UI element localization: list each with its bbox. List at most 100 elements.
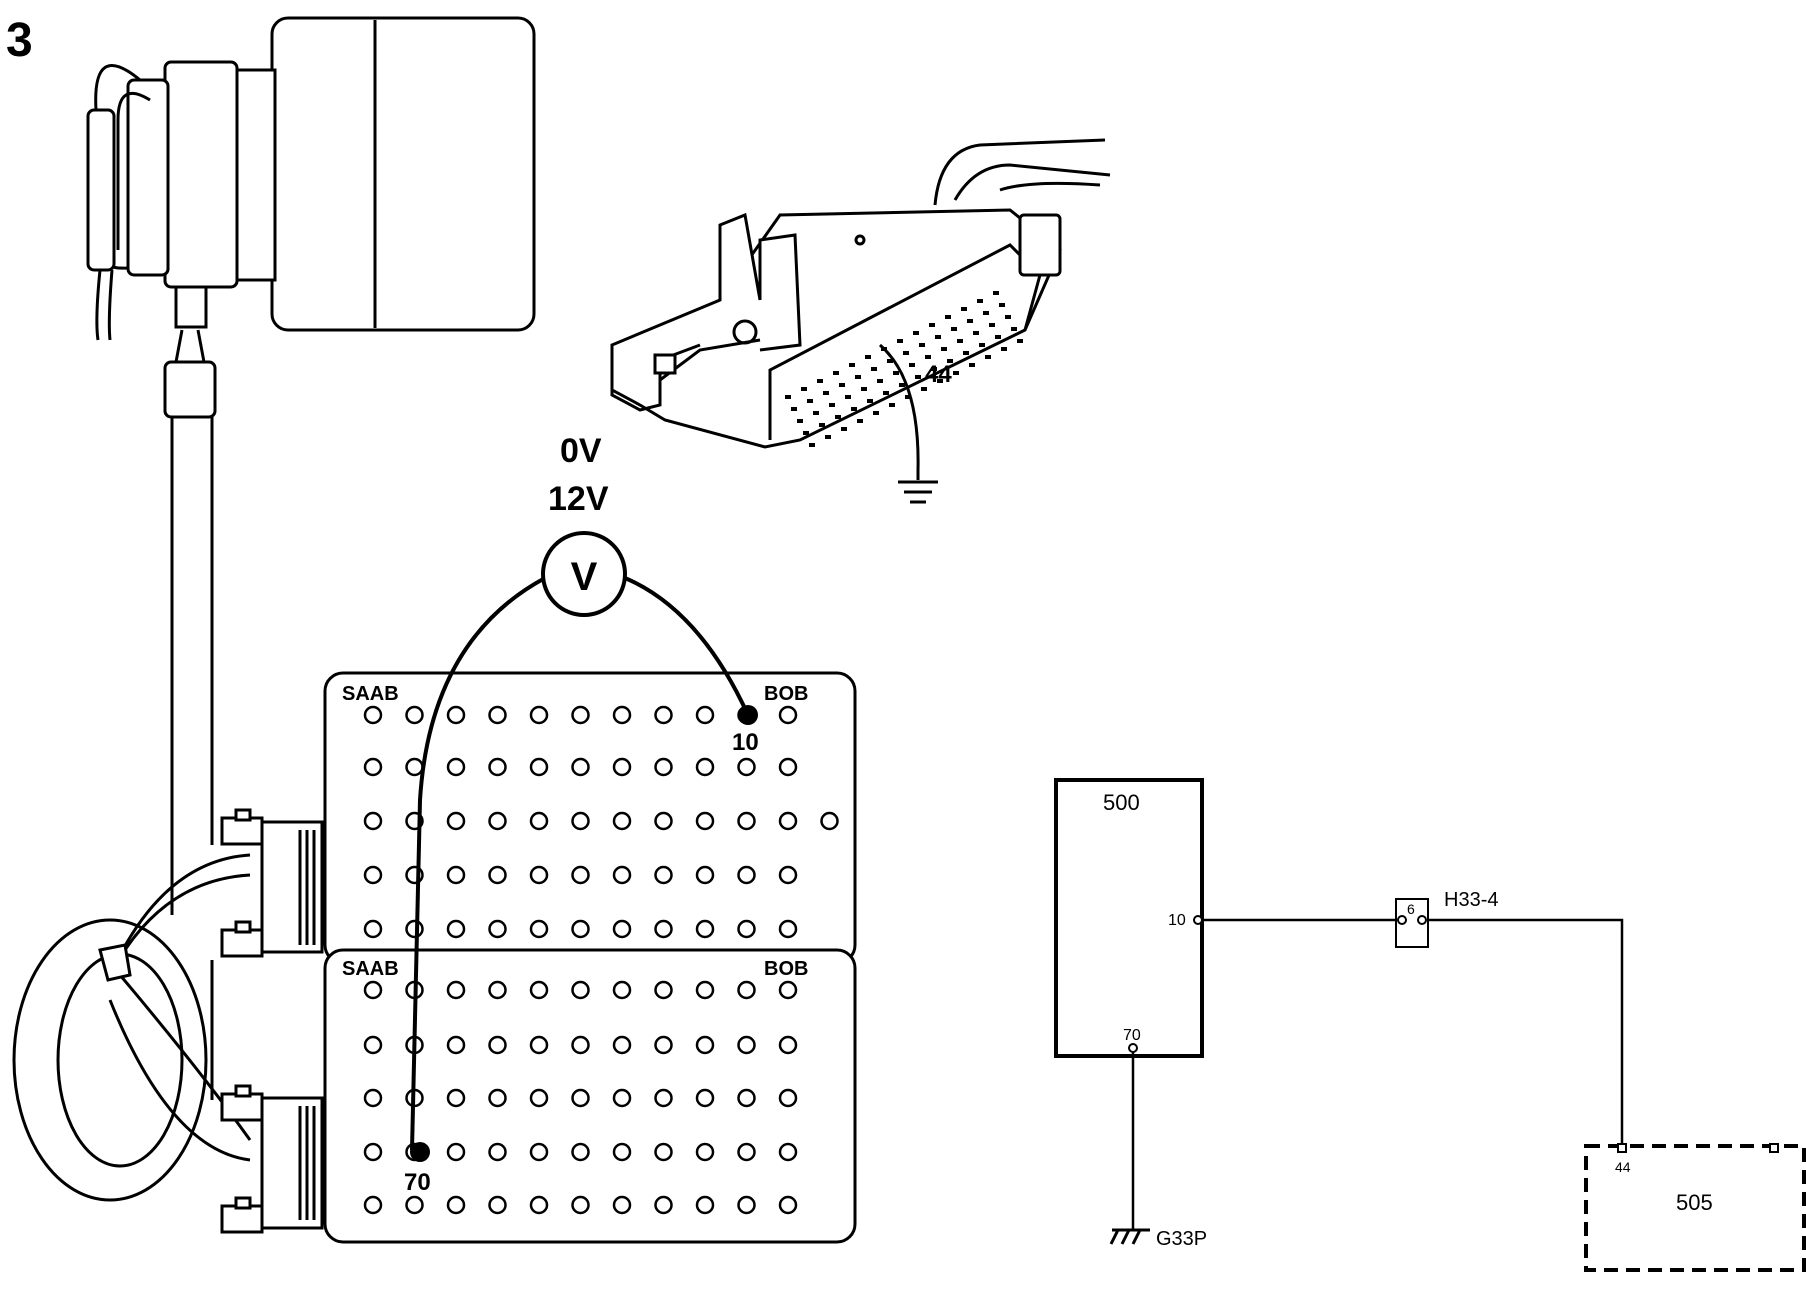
bob-hole (612, 811, 632, 831)
bob-hole (488, 1035, 507, 1055)
bob-hole (446, 980, 466, 1000)
bob-hole (654, 980, 673, 1000)
bob-hole (612, 757, 632, 777)
ecu-pin-out-label: 10 (1168, 912, 1186, 929)
bob-hole (654, 811, 673, 831)
bob-hole (654, 1035, 673, 1055)
connector-pin (945, 315, 951, 319)
connector-pin-array (785, 291, 1023, 447)
bob-hole (778, 1142, 798, 1162)
bob-hole (612, 1195, 632, 1215)
connector-pin (973, 331, 979, 335)
bob-hole (778, 1035, 798, 1055)
connector-pin (825, 435, 831, 439)
ground-symbol (1109, 1228, 1150, 1245)
connector-pin (845, 395, 851, 399)
connector-pin (817, 379, 823, 383)
connector-pin (833, 371, 839, 375)
bob-hole (405, 705, 424, 725)
bob-hole (695, 980, 715, 1000)
bob-hole (654, 865, 673, 885)
bob-hole (446, 1088, 466, 1108)
module-block-505 (1584, 1144, 1806, 1272)
bob-hole (737, 1035, 756, 1055)
connector-pin (957, 339, 963, 343)
probe-tip-upper (738, 705, 758, 725)
bob-hole (571, 811, 590, 831)
bob-hole (778, 757, 798, 777)
bob-hole (737, 980, 756, 1000)
probe-tip-lower (410, 1142, 430, 1162)
connector-pin (807, 399, 813, 403)
connector-pin (819, 423, 825, 427)
bob-hole (363, 1142, 383, 1162)
bob-hole (446, 811, 466, 831)
connector-pin (935, 335, 941, 339)
bob-hole (654, 919, 673, 939)
bob-hole (695, 811, 715, 831)
bob-hole (529, 1142, 549, 1162)
bob-hole (695, 705, 715, 725)
connector-pin (977, 299, 983, 303)
connector-pin (989, 323, 995, 327)
bob-hole (654, 757, 673, 777)
bob-hole (737, 919, 756, 939)
connector-pin (861, 387, 867, 391)
bob-hole (778, 1195, 798, 1215)
bob-hole (612, 1088, 632, 1108)
connector-pin (915, 375, 921, 379)
bob-hole (529, 1035, 549, 1055)
bob-hole (446, 757, 466, 777)
bob-hole (529, 919, 549, 939)
connector-pin (961, 307, 967, 311)
connector-pin (883, 391, 889, 395)
connector-pin (873, 411, 879, 415)
bob-hole (529, 1195, 549, 1215)
bob-hole (695, 1142, 715, 1162)
bob-hole (363, 757, 383, 777)
probe-pin-lower-label: 70 (404, 1169, 431, 1196)
bob-hole (612, 980, 632, 1000)
ecu-connector-illustration (610, 138, 1111, 449)
bob-hole (529, 811, 549, 831)
connector-pin (809, 443, 815, 447)
connector-pin (909, 363, 915, 367)
bob-hole (488, 1142, 507, 1162)
bob-hole (737, 811, 756, 831)
connector-pin (813, 411, 819, 415)
bob-hole (571, 1035, 590, 1055)
connector-pin (925, 355, 931, 359)
connector-pin (919, 343, 925, 347)
connector-pin (985, 355, 991, 359)
connector-pin (969, 363, 975, 367)
bob-hole (363, 1195, 383, 1215)
connector-pin (999, 303, 1005, 307)
bob-hole (612, 919, 632, 939)
bob-hole (612, 705, 632, 725)
bob-hole (654, 1195, 673, 1215)
bob-hole (571, 757, 590, 777)
connector-pin (897, 339, 903, 343)
bob-lower-brand: SAAB (342, 958, 399, 980)
bob-hole (405, 919, 424, 939)
connector-pin (941, 347, 947, 351)
voltmeter-symbol: V (571, 555, 598, 599)
bob-hole (737, 1195, 756, 1215)
bob-lower-name: BOB (764, 958, 808, 980)
module-label: 505 (1676, 1190, 1713, 1215)
wiring-schematic: 500 10 70 6 H33-4 G33P 44 505 (1054, 778, 1806, 1272)
connector-pin (841, 427, 847, 431)
connector-pin (855, 375, 861, 379)
probe-lead-lower (410, 576, 546, 1151)
bob-hole (529, 1088, 549, 1108)
bob-hole (778, 1088, 798, 1108)
connector-pin (905, 395, 911, 399)
harness-cable (12, 417, 252, 1202)
bob-hole (363, 811, 383, 831)
bob-hole (737, 757, 756, 777)
voltage-reading-high: 12V (548, 480, 609, 518)
bob-hole (695, 1088, 715, 1108)
connector-pin (849, 363, 855, 367)
connector-pin (867, 399, 873, 403)
